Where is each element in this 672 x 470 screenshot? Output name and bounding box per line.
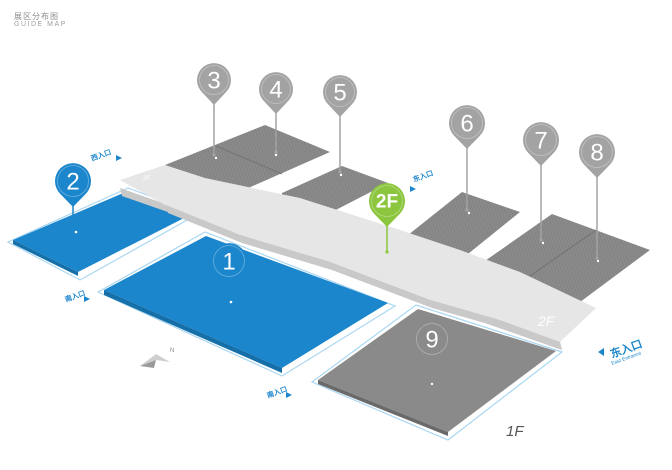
pin-4[interactable]: 4: [259, 72, 293, 154]
map-title-cn: 展区分布图: [14, 12, 59, 21]
pin-dot: [539, 238, 543, 242]
pin-dot: [212, 153, 216, 157]
compass-arrow-icon: [140, 354, 170, 366]
pin-dot: [595, 256, 599, 260]
corridor-2f[interactable]: [120, 165, 596, 350]
pin-ring: [261, 74, 291, 104]
map-header: 展区分布图 GUIDE MAP: [14, 12, 67, 29]
pin-2f[interactable]: 2F: [369, 183, 406, 254]
pin-ring: [525, 124, 557, 156]
map-pin-icon: [413, 321, 450, 365]
pin-label: 7: [534, 128, 547, 155]
map-title-en: GUIDE MAP: [14, 21, 67, 29]
pin-label: 3: [207, 68, 220, 95]
pin-ring: [213, 245, 245, 277]
pin-ring: [57, 165, 89, 197]
entrance-arrow-icon: [286, 392, 292, 398]
pin-dot: [274, 150, 278, 154]
map-pin-icon: [323, 75, 357, 117]
entrance-south-b-label: 南入口: [266, 384, 289, 400]
pin-ring: [371, 185, 403, 217]
map-pin-icon: [523, 122, 559, 166]
pin-label: 5: [333, 80, 346, 107]
pin-label: 1: [222, 249, 235, 276]
map-pin-icon: [579, 134, 615, 178]
entrance-east-top[interactable]: 东入口: [410, 168, 434, 192]
pin-label: 6: [460, 111, 473, 138]
pin-label: 8: [590, 140, 603, 167]
pin-9[interactable]: 9: [413, 321, 450, 383]
pin-ring: [199, 65, 229, 95]
pin-6[interactable]: 6: [449, 105, 485, 212]
entrance-arrow-icon: [116, 155, 122, 161]
pin-dot: [227, 296, 231, 300]
pin-dot: [430, 379, 434, 383]
floor-label-2f: 2F: [537, 313, 556, 329]
hall-9[interactable]: [310, 304, 564, 441]
pin-ring: [451, 107, 483, 139]
floor-label-1f: 1F: [506, 423, 524, 440]
pin-3[interactable]: 3: [197, 63, 232, 157]
pin-5[interactable]: 5: [323, 75, 357, 174]
pin-ring: [416, 323, 448, 355]
map-pin-icon: [369, 183, 406, 227]
pin-label: 4: [269, 77, 282, 104]
pin-ring: [325, 77, 355, 107]
pin-dot: [385, 250, 389, 254]
pin-1[interactable]: 1: [211, 243, 247, 300]
entrance-south-a[interactable]: 南入口: [64, 288, 90, 304]
pin-label: 2F: [376, 192, 398, 213]
entrance-arrow-icon: [410, 186, 416, 192]
map-pin-icon: [197, 63, 232, 105]
entrance-west-label: 西入口: [90, 148, 112, 163]
pins-layer: 1 2 3 4 5 6 7 8 9 2F: [54, 63, 615, 383]
entrance-east-main[interactable]: 东入口 East Entrance: [598, 336, 644, 367]
pin-8[interactable]: 8: [579, 134, 615, 260]
entrance-south-b[interactable]: 南入口: [266, 384, 292, 400]
map-pin-icon: [54, 163, 91, 207]
map-pin-icon: [449, 105, 485, 149]
pin-2[interactable]: 2: [54, 163, 91, 230]
pin-dot: [338, 170, 342, 174]
pin-ring: [581, 136, 613, 168]
map-pin-icon: [259, 72, 293, 114]
pin-dot: [465, 208, 469, 212]
map-pin-icon: [211, 243, 247, 287]
entrance-west-top[interactable]: 西入口: [90, 148, 122, 163]
entrance-arrow-icon: [598, 348, 604, 356]
entrance-arrow-icon: [84, 296, 90, 302]
pin-label: 2: [66, 169, 79, 196]
pin-dot: [71, 226, 75, 230]
floor-label-2f-small: 2F: [142, 176, 150, 182]
compass: N: [140, 348, 174, 368]
compass-north-label: N: [170, 348, 174, 354]
entrance-east-top-label: 东入口: [412, 168, 435, 184]
pin-label: 9: [425, 327, 438, 354]
entrance-south-a-label: 南入口: [64, 288, 87, 304]
hall-1[interactable]: [96, 231, 397, 377]
pin-7[interactable]: 7: [523, 122, 559, 242]
